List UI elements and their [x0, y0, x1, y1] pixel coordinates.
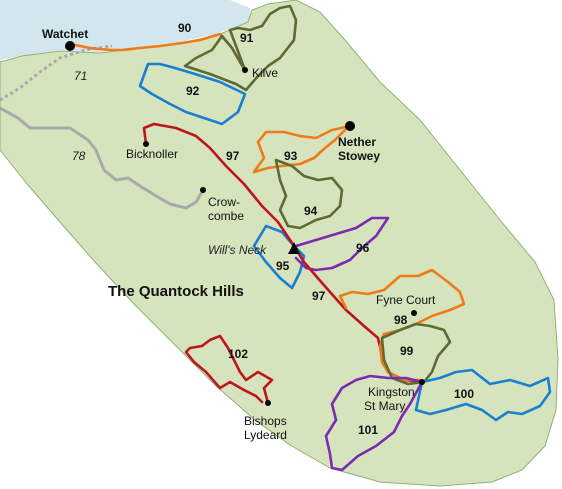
label-crowcombe-2: combe: [208, 209, 244, 223]
route-92-line: [138, 62, 247, 126]
label-route-97-north: 97: [226, 149, 240, 163]
route-93-line: [252, 124, 352, 174]
label-kingston-2: St Mary: [364, 399, 405, 413]
label-bicknoller: Bicknoller: [126, 147, 178, 161]
label-nether-stowey-1: Nether: [338, 135, 376, 149]
nether-stowey-dot: [345, 121, 355, 131]
kingston-st-mary-dot: [419, 379, 425, 385]
label-route-94: 94: [304, 204, 318, 218]
wills-neck-peak-icon: [288, 242, 300, 254]
label-nether-stowey-2: Stowey: [338, 149, 380, 163]
bishops-lydeard-dot: [265, 400, 271, 406]
watchet-dot: [65, 41, 75, 51]
label-road-78: 78: [72, 149, 86, 163]
label-route-90: 90: [178, 21, 192, 35]
bicknoller-dot: [143, 141, 149, 147]
kilve-dot: [242, 67, 248, 73]
label-crowcombe-1: Crow-: [208, 195, 240, 209]
label-route-91: 91: [240, 31, 254, 45]
label-fyne-court: Fyne Court: [376, 293, 436, 307]
label-route-102: 102: [228, 347, 248, 361]
label-route-96: 96: [356, 241, 370, 255]
label-bishops-1: Bishops: [244, 414, 287, 428]
sea-area: [0, 0, 250, 60]
crowcombe-dot: [200, 187, 206, 193]
route-94-line: [274, 158, 344, 230]
label-kilve: Kilve: [252, 66, 278, 80]
route-100-line: [414, 368, 552, 422]
map-title: The Quantock Hills: [108, 283, 244, 300]
label-bishops-2: Lydeard: [244, 428, 287, 442]
label-route-93: 93: [284, 149, 298, 163]
label-kingston-1: Kingston: [368, 385, 415, 399]
route-101-line: [324, 374, 424, 472]
label-route-101: 101: [358, 423, 378, 437]
road-71: [0, 44, 113, 102]
label-route-98: 98: [394, 313, 408, 327]
route-91-line: [183, 4, 298, 92]
road-78: [0, 106, 205, 210]
label-route-100: 100: [454, 387, 474, 401]
label-route-92: 92: [186, 84, 200, 98]
label-watchet: Watchet: [42, 27, 88, 41]
fyne-court-dot: [411, 310, 417, 316]
route-102-line: [184, 334, 274, 405]
label-wills-neck: Will's Neck: [208, 243, 267, 257]
route-98-line: [338, 268, 466, 382]
label-road-71: 71: [74, 69, 87, 83]
label-route-97-south: 97: [312, 289, 326, 303]
label-route-95: 95: [276, 259, 290, 273]
route-96-line: [294, 216, 390, 272]
label-route-99: 99: [400, 344, 414, 358]
